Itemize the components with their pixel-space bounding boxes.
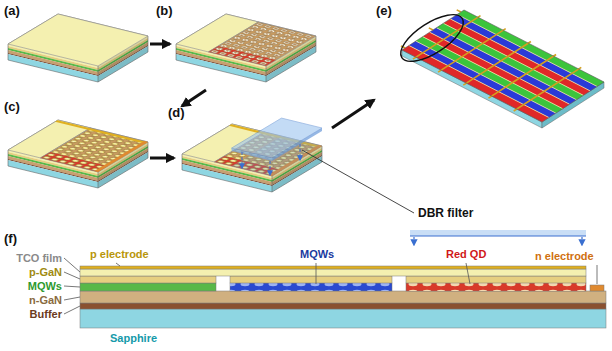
wafer-panel-b: [176, 14, 316, 66]
cross-section: [230, 276, 392, 283]
panel-letter: (f): [4, 232, 17, 247]
dbr-callout: [410, 230, 586, 236]
dbr-callout: [302, 150, 586, 245]
wafer-panel-c: [8, 120, 148, 172]
layer-label: TCO film: [16, 252, 62, 265]
cross-section: [80, 266, 586, 269]
display-array-panel-e: [413, 16, 481, 60]
wafer-panel-b: [208, 22, 316, 66]
panel-letter: (e): [376, 4, 392, 19]
part-label: DBR filter: [418, 207, 473, 221]
wafer-panel-c: [40, 128, 148, 172]
dbr-callout: [302, 150, 414, 213]
display-array-panel-e: [489, 54, 557, 98]
dbr-callout: [413, 237, 414, 245]
leader-line: [597, 265, 598, 284]
panel-letter: (c): [4, 100, 20, 115]
step-arrow: [182, 90, 206, 106]
display-array-panel-e: [409, 41, 556, 117]
cross-section: [406, 283, 586, 291]
cross-section: [80, 309, 606, 328]
layer-label: MQWs: [300, 248, 334, 261]
display-array-panel-e: [402, 46, 549, 122]
dbr-plate: [300, 144, 301, 160]
layer-label: n-GaN: [29, 294, 62, 307]
wafer-panel-c: [8, 120, 148, 188]
display-array-panel-e: [416, 37, 563, 113]
wafer-panel-a: [8, 14, 148, 82]
display-array-panel-e: [402, 10, 604, 122]
leader-line: [64, 306, 80, 314]
panel-letter: (b): [156, 4, 173, 19]
wafer-panel-c: [8, 120, 148, 188]
wafer-panel-a: [8, 14, 148, 66]
dbr-callout: [581, 237, 582, 245]
display-array-panel-e: [429, 28, 433, 30]
cross-section: [230, 283, 392, 291]
cross-section: [80, 276, 216, 283]
wafer-panel-c: [40, 128, 148, 172]
leader-line: [64, 286, 80, 287]
cross-section: [406, 276, 586, 283]
dbr-plate: [242, 152, 243, 168]
step-arrow: [150, 44, 374, 158]
display-array-panel-e: [457, 14, 597, 86]
layer-label: MQWs: [28, 280, 62, 293]
display-array-panel-e: [438, 29, 506, 73]
display-array-panel-e: [394, 6, 471, 70]
wafer-panel-b: [176, 14, 316, 82]
dbr-plate: [232, 148, 273, 161]
leader-line: [316, 263, 317, 284]
cross-section: [230, 283, 392, 291]
layer-label: Sapphire: [110, 332, 157, 345]
display-array-panel-e: [463, 42, 531, 86]
cross-section: [406, 283, 586, 291]
step-arrow: [150, 157, 174, 160]
layer-label: Buffer: [30, 308, 62, 321]
display-array-panel-e: [436, 28, 576, 100]
display-array-panel-e: [443, 23, 583, 95]
display-array-panel-e: [514, 67, 582, 111]
cross-section: [80, 266, 606, 328]
wafer-panel-c: [94, 141, 148, 172]
leader-line: [116, 263, 120, 266]
cross-section: [80, 291, 606, 303]
panel-letter: (d): [168, 106, 185, 121]
layer-label: n electrode: [535, 250, 594, 263]
leader-line: [64, 297, 80, 300]
cross-section: [80, 269, 586, 276]
cross-section: [80, 283, 216, 291]
layer-label: Red QD: [446, 248, 486, 261]
cross-section: [590, 285, 604, 291]
leader-line: [64, 272, 80, 279]
wafer-panel-a: [8, 14, 148, 82]
leader-line: [64, 258, 597, 314]
cross-section: [80, 303, 606, 309]
wafer-panel-c: [55, 120, 148, 144]
display-array-panel-e: [394, 6, 607, 128]
dbr-callout: [410, 235, 586, 236]
step-arrow: [150, 43, 170, 46]
display-array-panel-e: [450, 19, 590, 91]
leader-line: [466, 263, 470, 284]
display-array-panel-e: [457, 10, 461, 12]
panel-letter: (a): [4, 4, 20, 19]
wafer-panel-a: [8, 14, 148, 66]
dbr-plate: [270, 161, 271, 175]
wafer-panel-b: [208, 22, 316, 66]
dbr-plate: [232, 118, 323, 175]
step-arrow: [332, 100, 374, 128]
layer-label: p electrode: [90, 248, 149, 261]
leader-line: [64, 258, 80, 272]
layer-label: p-GaN: [29, 266, 62, 279]
dbr-plate: [272, 128, 322, 161]
wafer-panel-b: [176, 14, 316, 82]
wafer-panel-d: [182, 118, 322, 192]
